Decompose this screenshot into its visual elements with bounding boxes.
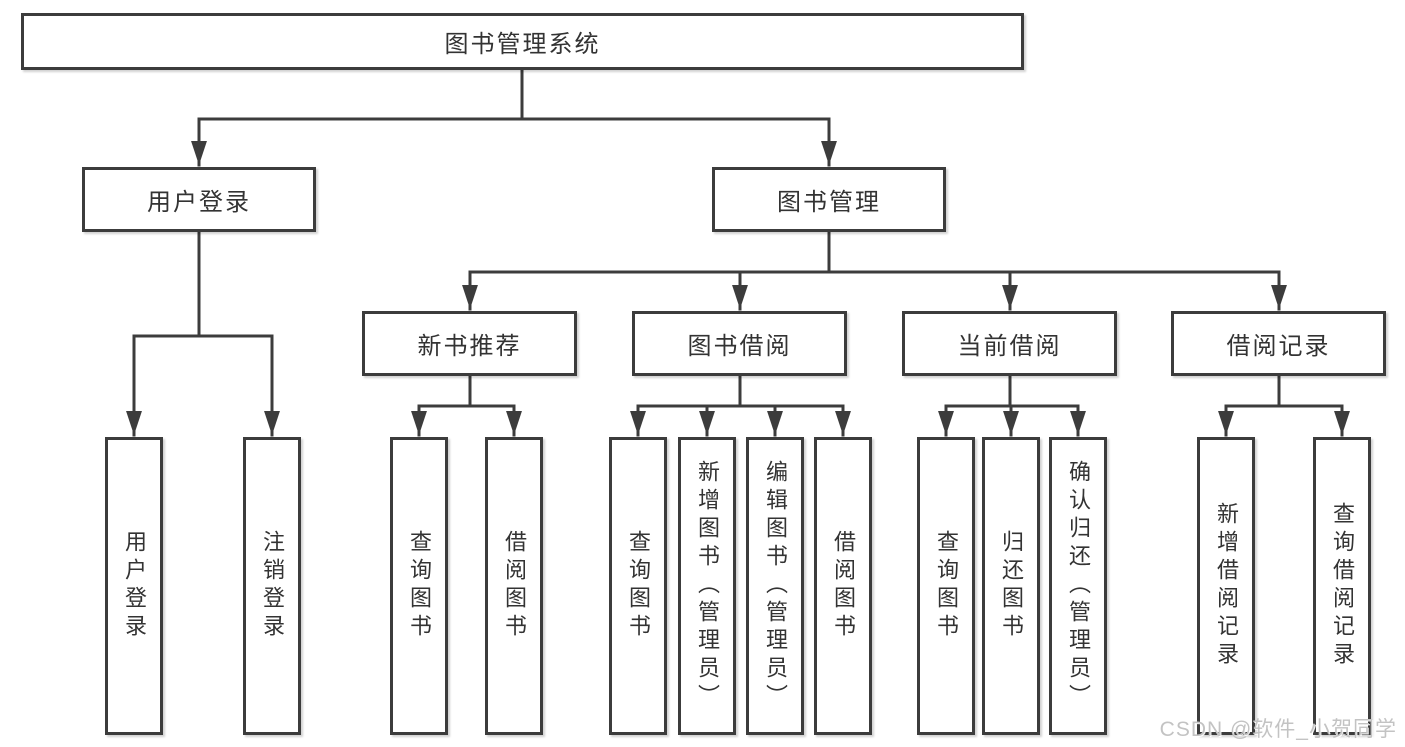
node-leaf-user-login: 用户登录 bbox=[105, 437, 163, 735]
connector-root-to-level2 bbox=[191, 68, 837, 167]
connector-book-borrow-to-leaves bbox=[630, 373, 851, 437]
node-leaf-add-borrow-record: 新增借阅记录 bbox=[1197, 437, 1255, 735]
node-root-library-system: 图书管理系统 bbox=[21, 13, 1024, 70]
node-leaf-query-books-borrow: 查询图书 bbox=[609, 437, 667, 735]
node-leaf-query-books-current: 查询图书 bbox=[917, 437, 975, 735]
node-user-login: 用户登录 bbox=[82, 167, 316, 232]
connector-current-borrow-to-leaves bbox=[938, 373, 1086, 437]
node-leaf-logout: 注销登录 bbox=[243, 437, 301, 735]
connector-user-login-to-leaves bbox=[126, 229, 280, 437]
csdn-watermark: CSDN @软件_小贺同学 bbox=[1159, 718, 1397, 741]
node-borrow-records: 借阅记录 bbox=[1171, 311, 1386, 376]
node-current-borrow: 当前借阅 bbox=[902, 311, 1117, 376]
connector-book-mgmt-to-level3 bbox=[462, 229, 1287, 311]
node-leaf-borrow-books: 借阅图书 bbox=[814, 437, 872, 735]
node-book-borrow: 图书借阅 bbox=[632, 311, 847, 376]
node-leaf-return-books: 归还图书 bbox=[982, 437, 1040, 735]
node-leaf-confirm-return-admin: 确认归还（管理员） bbox=[1049, 437, 1107, 735]
node-leaf-query-borrow-record: 查询借阅记录 bbox=[1313, 437, 1371, 735]
node-leaf-add-books-admin: 新增图书（管理员） bbox=[678, 437, 736, 735]
node-book-mgmt: 图书管理 bbox=[712, 167, 946, 232]
node-leaf-borrow-books-rec: 借阅图书 bbox=[485, 437, 543, 735]
node-leaf-edit-books-admin: 编辑图书（管理员） bbox=[746, 437, 804, 735]
connector-new-book-rec-to-leaves bbox=[411, 373, 522, 437]
node-leaf-query-books-rec: 查询图书 bbox=[390, 437, 448, 735]
connector-borrow-records-to-leaves bbox=[1218, 373, 1350, 437]
node-new-book-rec: 新书推荐 bbox=[362, 311, 577, 376]
